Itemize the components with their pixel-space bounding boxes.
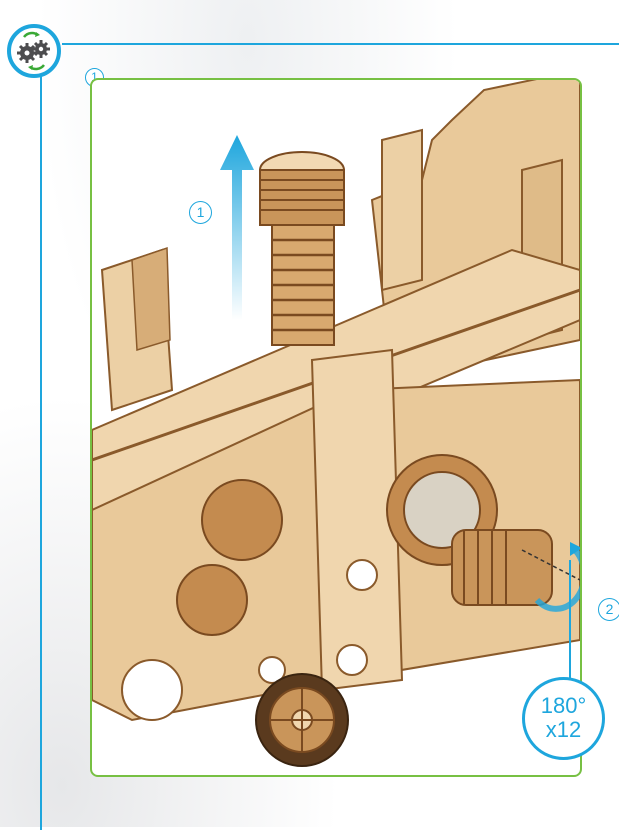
frame-top-line [62, 43, 619, 45]
callout-step-2: 2 [598, 598, 619, 621]
rotation-leader-line [569, 560, 571, 680]
assembly-illustration [90, 78, 582, 777]
callout-step-1: 1 [189, 201, 212, 224]
gears-rotate-icon [6, 23, 62, 79]
frame-left-line [40, 70, 42, 830]
rotation-count: x12 [525, 718, 602, 742]
rotation-badge: 180° x12 [522, 677, 605, 760]
wooden-mechanism-drawing [92, 80, 580, 775]
rotation-angle: 180° [525, 694, 602, 718]
